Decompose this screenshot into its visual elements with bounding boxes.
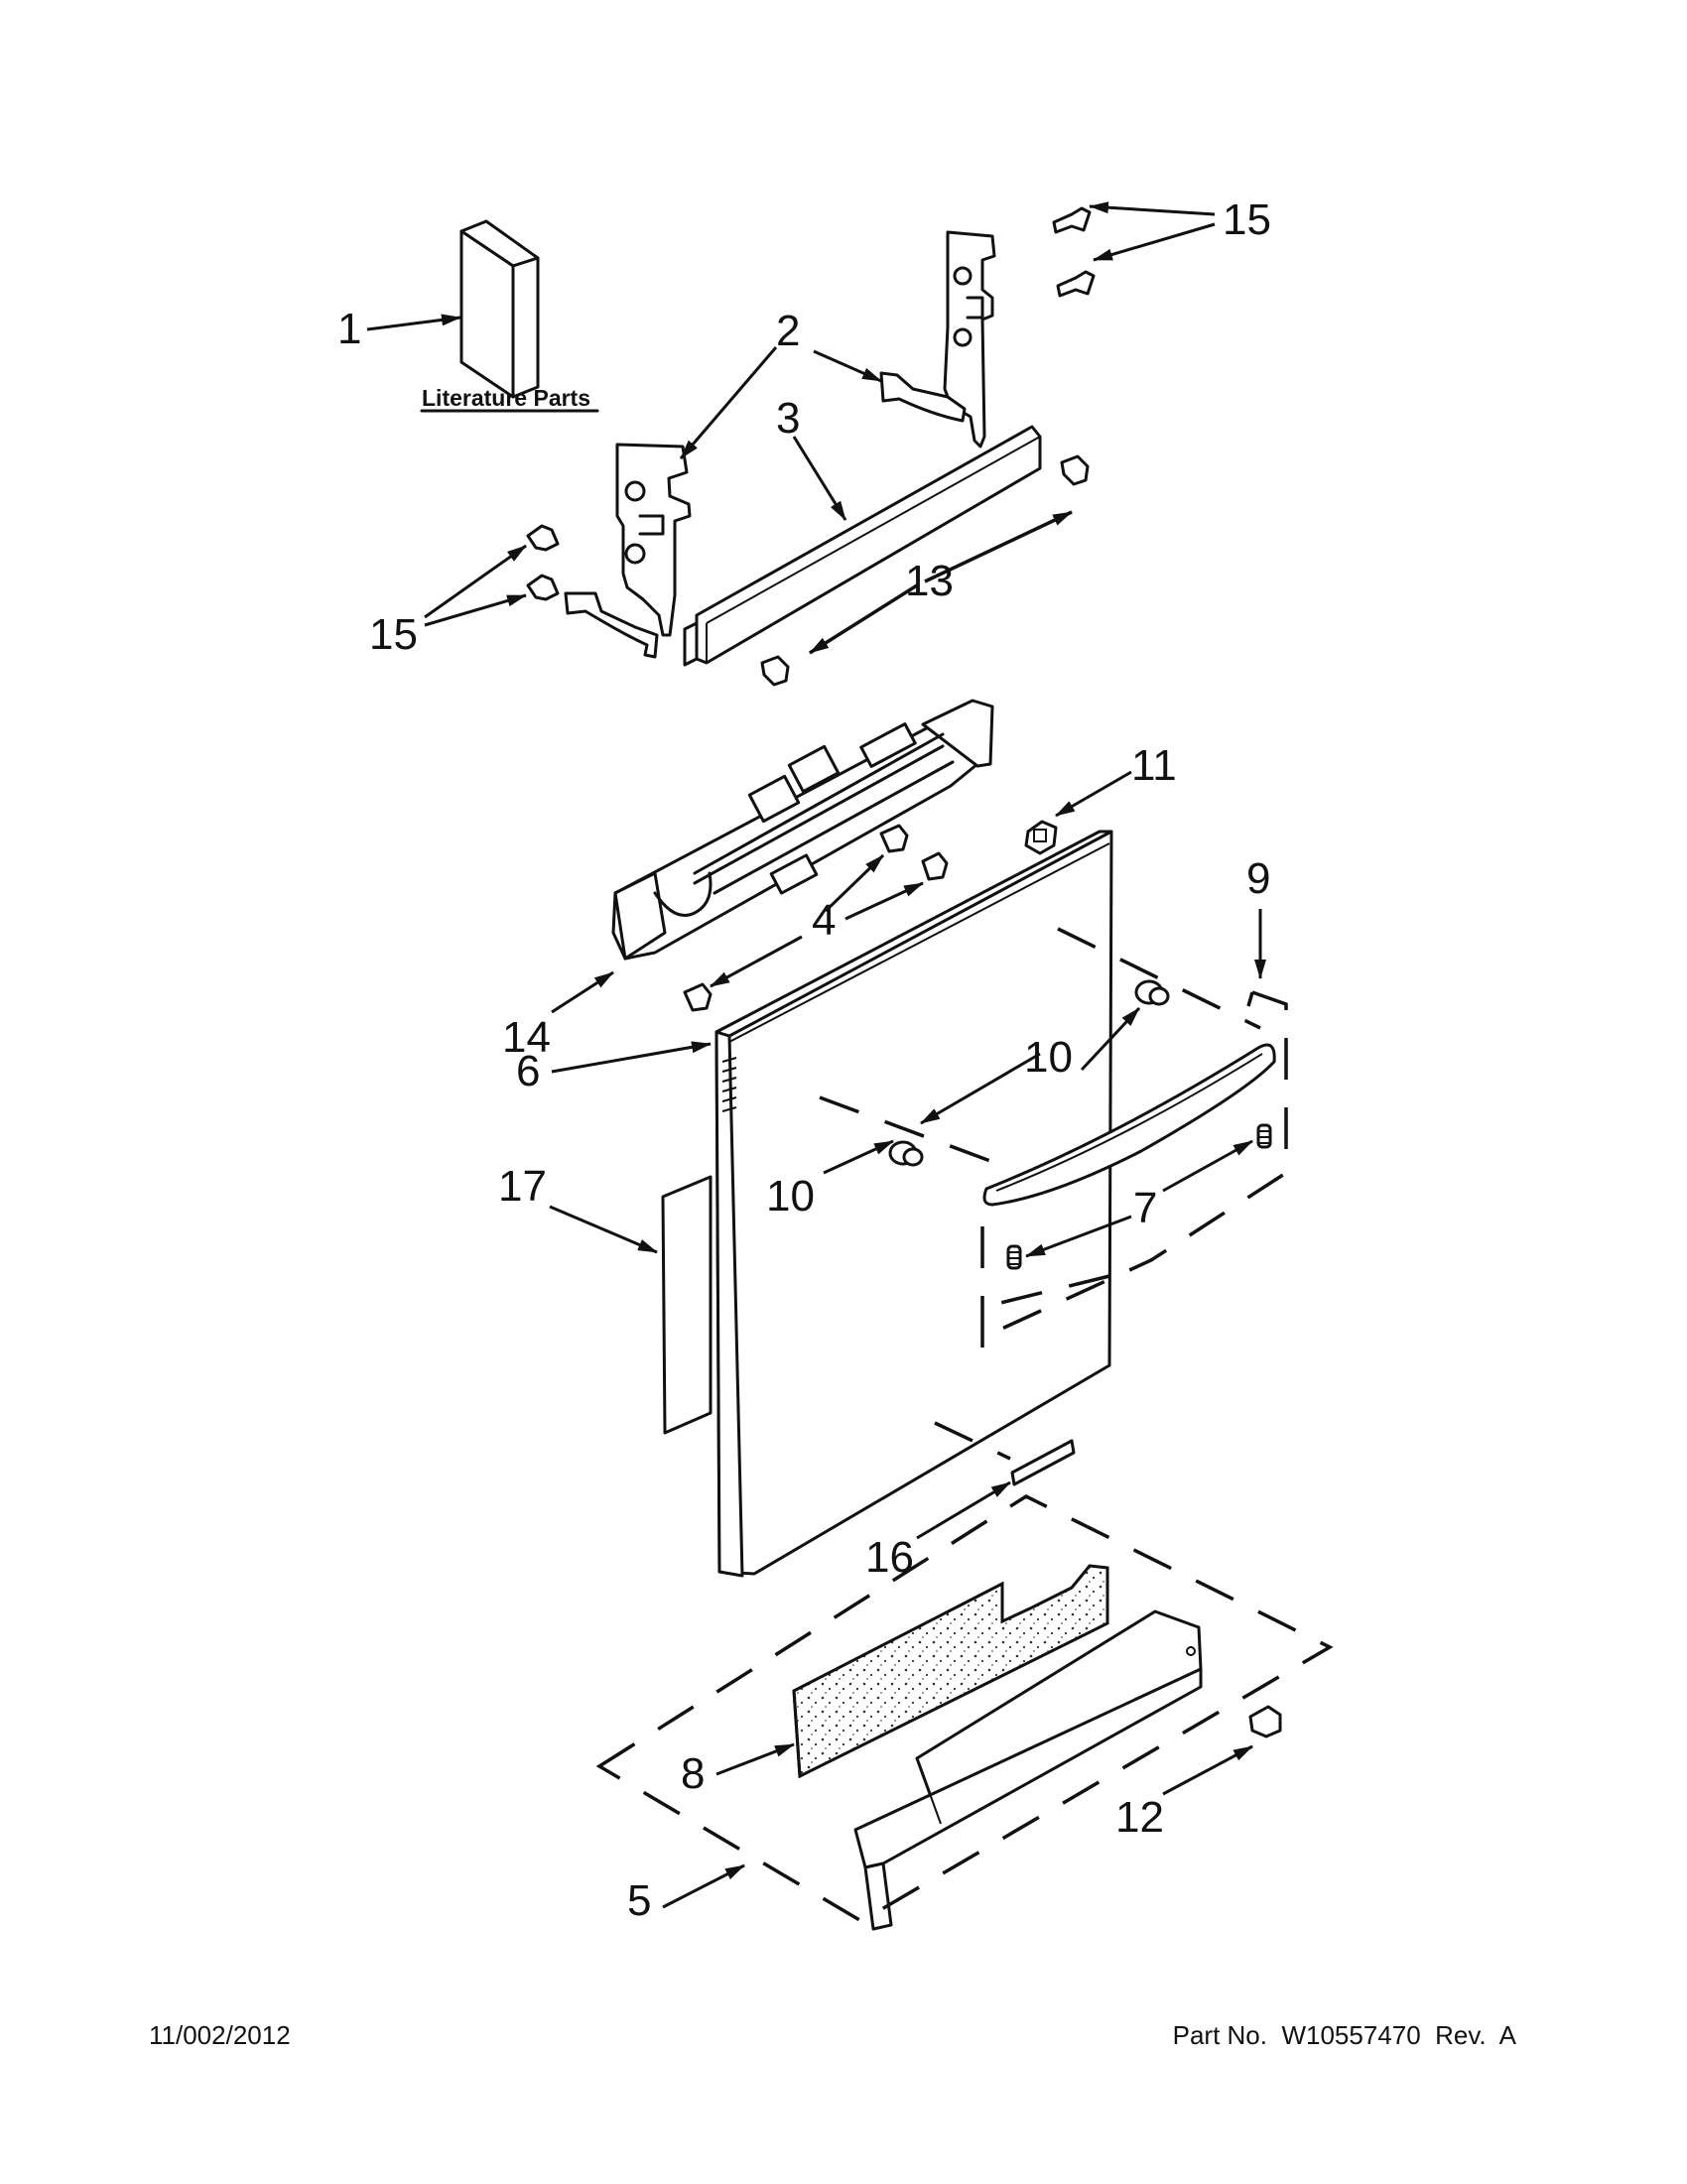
callout-11: 11 (1131, 741, 1177, 790)
callout-5: 5 (627, 1876, 651, 1925)
callout-7: 7 (1133, 1184, 1157, 1232)
callout-10-lower: 10 (766, 1172, 815, 1220)
callout-labels: 1 2 3 4 5 6 7 8 9 10 10 11 12 13 14 15 1… (337, 195, 1271, 1925)
part-1-literature: Literature Parts (420, 219, 599, 413)
callout-6: 6 (516, 1047, 540, 1095)
vent-slots (721, 1057, 737, 1112)
assembly-dashed-lines (595, 927, 1334, 1924)
screws (526, 206, 1282, 1738)
part-14-control-panel (611, 699, 994, 961)
callout-9: 9 (1246, 854, 1270, 903)
callout-12: 12 (1115, 1793, 1164, 1842)
callout-15-upper: 15 (1223, 195, 1271, 244)
callout-8: 8 (681, 1749, 705, 1798)
callout-1: 1 (337, 305, 361, 353)
callout-15-lower: 15 (369, 610, 418, 659)
part-2-right-bracket (879, 230, 996, 449)
part-16-badge (1010, 1439, 1076, 1486)
callout-14: 14 (502, 1013, 551, 1062)
callout-16: 16 (865, 1533, 914, 1582)
footer-date: 11/002/2012 (149, 2020, 291, 2050)
callout-17: 17 (498, 1162, 547, 1211)
callout-4: 4 (812, 896, 836, 945)
literature-parts-label: Literature Parts (422, 385, 590, 411)
part-11-clip (1024, 820, 1058, 855)
callout-3: 3 (776, 394, 800, 443)
part-6-door-panel (714, 830, 1113, 1578)
part-9-handle (982, 1043, 1276, 1207)
callout-2: 2 (776, 307, 800, 355)
leader-lines (366, 201, 1266, 1909)
part-12-toe-panel (853, 1609, 1203, 1931)
callout-10-upper: 10 (1024, 1033, 1073, 1082)
part-10-standoffs (888, 979, 1170, 1167)
part-7-set-screws (1006, 1123, 1272, 1270)
part-2-left-bracket (564, 443, 692, 659)
part-8-insulation (792, 1564, 1109, 1779)
callout-13: 13 (905, 557, 954, 605)
part-3-rail (683, 425, 1042, 667)
footer-part-number: Part No. W10557470 Rev. A (1173, 2020, 1517, 2050)
part-17-gasket (661, 1175, 713, 1435)
